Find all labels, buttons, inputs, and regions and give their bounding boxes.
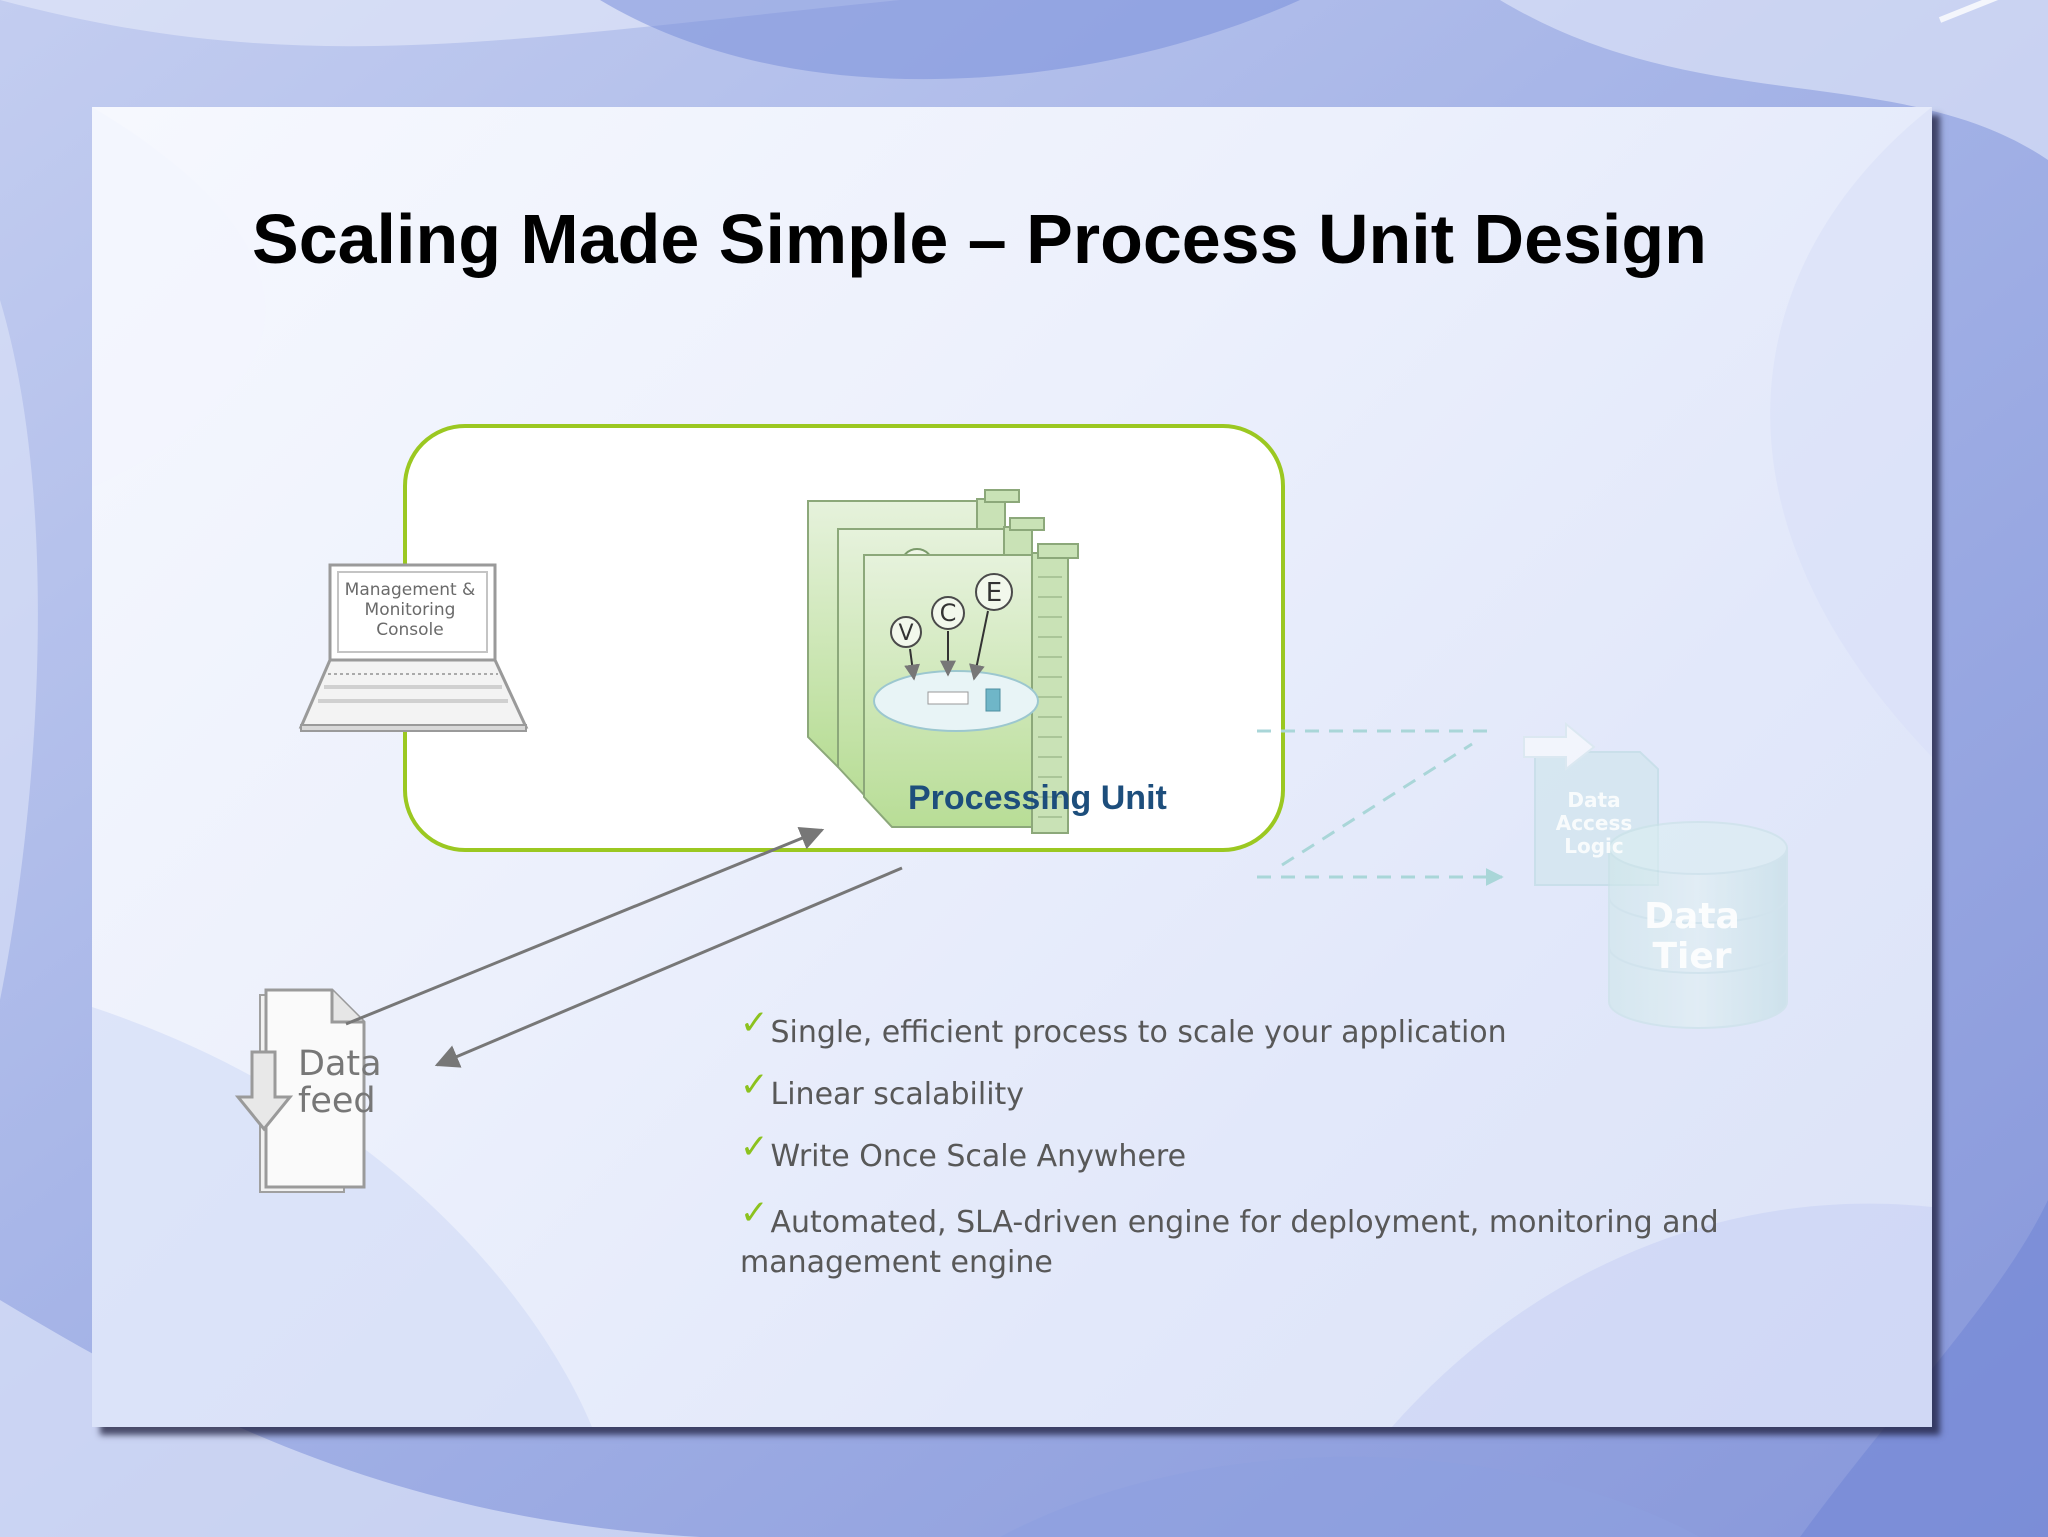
data-tier-cylinder-icon <box>1608 821 1788 1029</box>
bullet-item: ✓Single, efficient process to scale your… <box>740 1003 1740 1053</box>
bullet-text: Write Once Scale Anywhere <box>770 1139 1187 1174</box>
data-tier-connectors <box>1257 729 1504 886</box>
data-feed-document-icon <box>234 988 366 1193</box>
console-label: Management & Monitoring Console <box>344 580 476 640</box>
module-letter-c: C <box>940 599 957 627</box>
slide: Scaling Made Simple – Process Unit Desig… <box>92 107 1932 1427</box>
feature-bullet-list: ✓Single, efficient process to scale your… <box>740 1003 1740 1283</box>
processing-unit-label: Processing Unit <box>908 779 1167 817</box>
slide-title: Scaling Made Simple – Process Unit Desig… <box>252 200 1707 278</box>
data-tier-label: Data Tier <box>1644 896 1740 977</box>
architecture-diagram: V C E <box>234 489 1788 1193</box>
bullet-item: ✓Automated, SLA-driven engine for deploy… <box>740 1193 1740 1283</box>
bullet-item: ✓Linear scalability <box>740 1065 1740 1115</box>
module-letter-e: E <box>986 578 1002 608</box>
bullet-text: Automated, SLA-driven engine for deploym… <box>740 1205 1719 1280</box>
checkmark-icon: ✓ <box>740 1127 769 1167</box>
arrow-to-data-feed <box>434 866 903 1068</box>
bullet-text: Linear scalability <box>770 1077 1025 1112</box>
checkmark-icon: ✓ <box>740 1003 769 1043</box>
processing-unit-modules: V C E <box>807 489 1079 834</box>
bullet-text: Single, efficient process to scale your … <box>770 1015 1507 1050</box>
checkmark-icon: ✓ <box>740 1193 769 1233</box>
arrow-to-processing-unit <box>345 827 825 1026</box>
bullet-item: ✓Write Once Scale Anywhere <box>740 1127 1740 1177</box>
laptop-console-icon <box>298 563 529 732</box>
checkmark-icon: ✓ <box>740 1065 769 1105</box>
data-feed-label: Data feed <box>298 1044 382 1121</box>
slide-decoration <box>92 107 1932 1427</box>
data-access-logic-label: Data Access Logic <box>1555 788 1633 858</box>
module-letter-v: V <box>898 621 913 646</box>
